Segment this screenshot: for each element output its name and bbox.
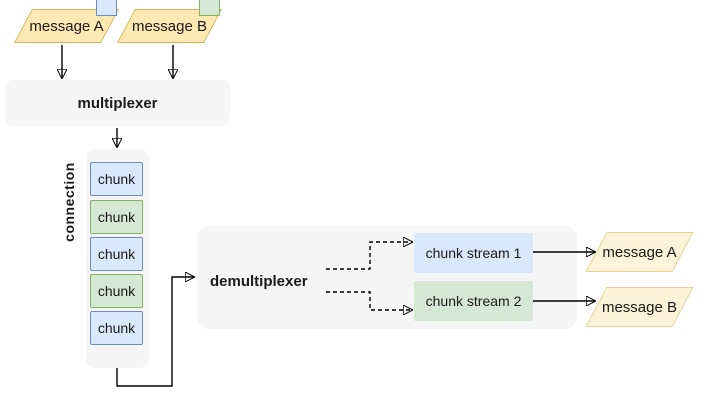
demultiplexer-label: demultiplexer (210, 273, 308, 290)
multiplexer-box: multiplexer (5, 80, 230, 126)
chunk-label: chunk (97, 171, 136, 187)
chunk-label: chunk (97, 283, 136, 299)
chunk-cell: chunk (90, 200, 143, 234)
connection-label: connection (61, 162, 77, 242)
chunk-label: chunk (97, 320, 136, 336)
chunk-stream-2-label: chunk stream 2 (425, 293, 522, 309)
message-b-chunk-badge (199, 0, 220, 16)
chunk-label: chunk (97, 209, 136, 225)
output-message-b-label: message B (601, 298, 678, 316)
chunk-cell: chunk (90, 237, 143, 271)
multiplexer-label: multiplexer (77, 94, 158, 112)
chunk-cell: chunk (90, 274, 143, 308)
message-a-chunk-badge (96, 0, 117, 16)
output-message-a-label: message A (602, 243, 677, 261)
output-message-b: message B (585, 287, 694, 327)
chunk-stream-1-box: chunk stream 1 (414, 233, 533, 273)
chunk-cell: chunk (90, 311, 143, 345)
chunk-label: chunk (97, 246, 136, 262)
chunk-cell: chunk (90, 162, 143, 196)
output-message-a: message A (585, 232, 694, 272)
chunk-stream-2-box: chunk stream 2 (414, 281, 533, 321)
chunk-stream-1-label: chunk stream 1 (425, 245, 522, 261)
